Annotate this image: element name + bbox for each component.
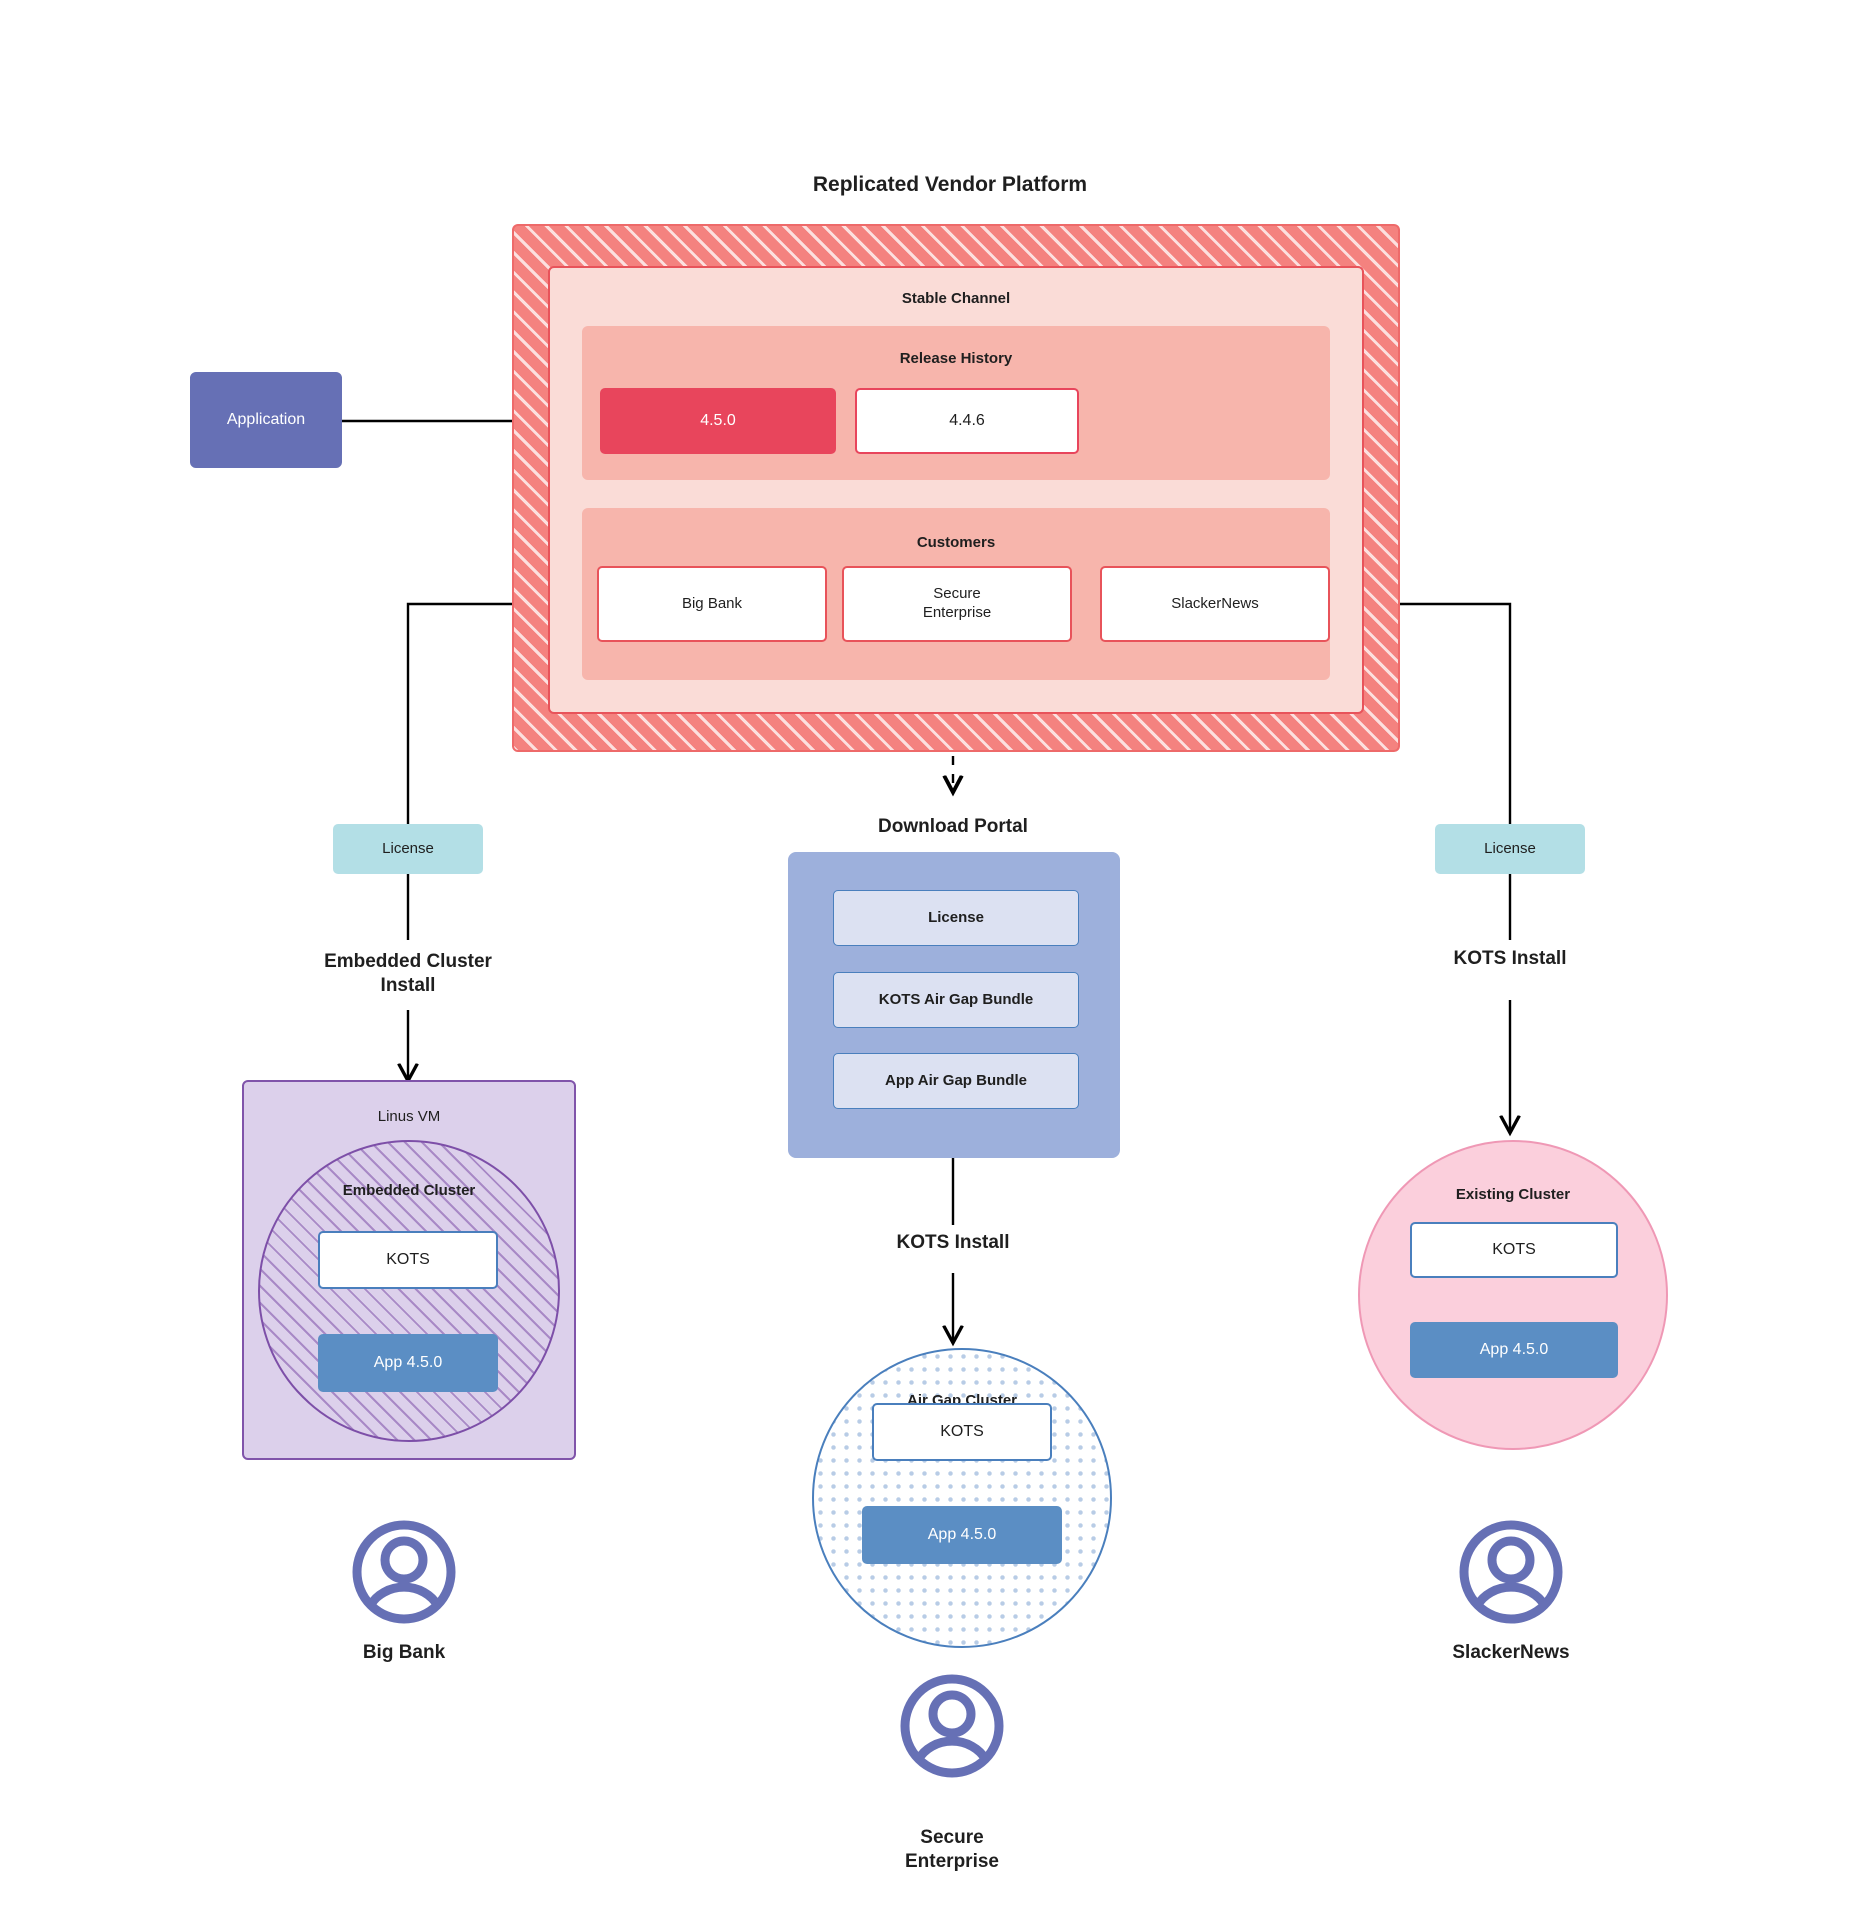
download-portal-title: Download Portal: [878, 816, 1028, 838]
avatar-name-slackernews: SlackerNews: [1452, 1642, 1570, 1664]
existing-cluster-circle: [1358, 1140, 1668, 1450]
middle-app-box[interactable]: App 4.5.0: [862, 1506, 1062, 1564]
application-box[interactable]: Application: [190, 372, 342, 468]
left-license-chip[interactable]: License: [333, 824, 483, 874]
customer-slackernews[interactable]: SlackerNews: [1100, 566, 1330, 642]
middle-install-caption: KOTS Install: [896, 1232, 1010, 1254]
portal-item-license[interactable]: License: [833, 890, 1079, 946]
right-app-box[interactable]: App 4.5.0: [1410, 1322, 1618, 1378]
avatar-big-bank-icon: [352, 1520, 456, 1624]
existing-cluster-title: Existing Cluster: [1455, 1185, 1571, 1203]
avatar-slackernews-icon: [1459, 1520, 1563, 1624]
right-license-chip[interactable]: License: [1435, 824, 1585, 874]
right-install-caption: KOTS Install: [1453, 948, 1567, 970]
release-history-title: Release History: [899, 349, 1013, 367]
linux-vm-title: Linus VM: [377, 1107, 441, 1125]
left-app-box[interactable]: App 4.5.0: [318, 1334, 498, 1392]
middle-kots-box[interactable]: KOTS: [872, 1403, 1052, 1461]
portal-item-kots-air-gap-bundle[interactable]: KOTS Air Gap Bundle: [833, 972, 1079, 1028]
embedded-cluster-title: Embedded Cluster: [342, 1181, 476, 1199]
left-install-caption: Embedded Cluster Install: [324, 951, 492, 996]
customer-big-bank[interactable]: Big Bank: [597, 566, 827, 642]
right-kots-box[interactable]: KOTS: [1410, 1222, 1618, 1278]
left-kots-box[interactable]: KOTS: [318, 1231, 498, 1289]
avatar-name-big-bank: Big Bank: [362, 1642, 446, 1664]
air-gap-cluster-circle: [812, 1348, 1112, 1648]
portal-item-app-air-gap-bundle[interactable]: App Air Gap Bundle: [833, 1053, 1079, 1109]
avatar-secure-enterprise-icon: [900, 1674, 1004, 1778]
page-title: Replicated Vendor Platform: [812, 172, 1088, 196]
release-4-5-0[interactable]: 4.5.0: [600, 388, 836, 454]
customer-secure-enterprise[interactable]: Secure Enterprise: [842, 566, 1072, 642]
avatar-name-secure-enterprise: Secure Enterprise: [905, 1827, 999, 1872]
release-4-4-6[interactable]: 4.4.6: [855, 388, 1079, 454]
stable-channel-title: Stable Channel: [901, 289, 1011, 307]
customers-title: Customers: [916, 533, 996, 551]
